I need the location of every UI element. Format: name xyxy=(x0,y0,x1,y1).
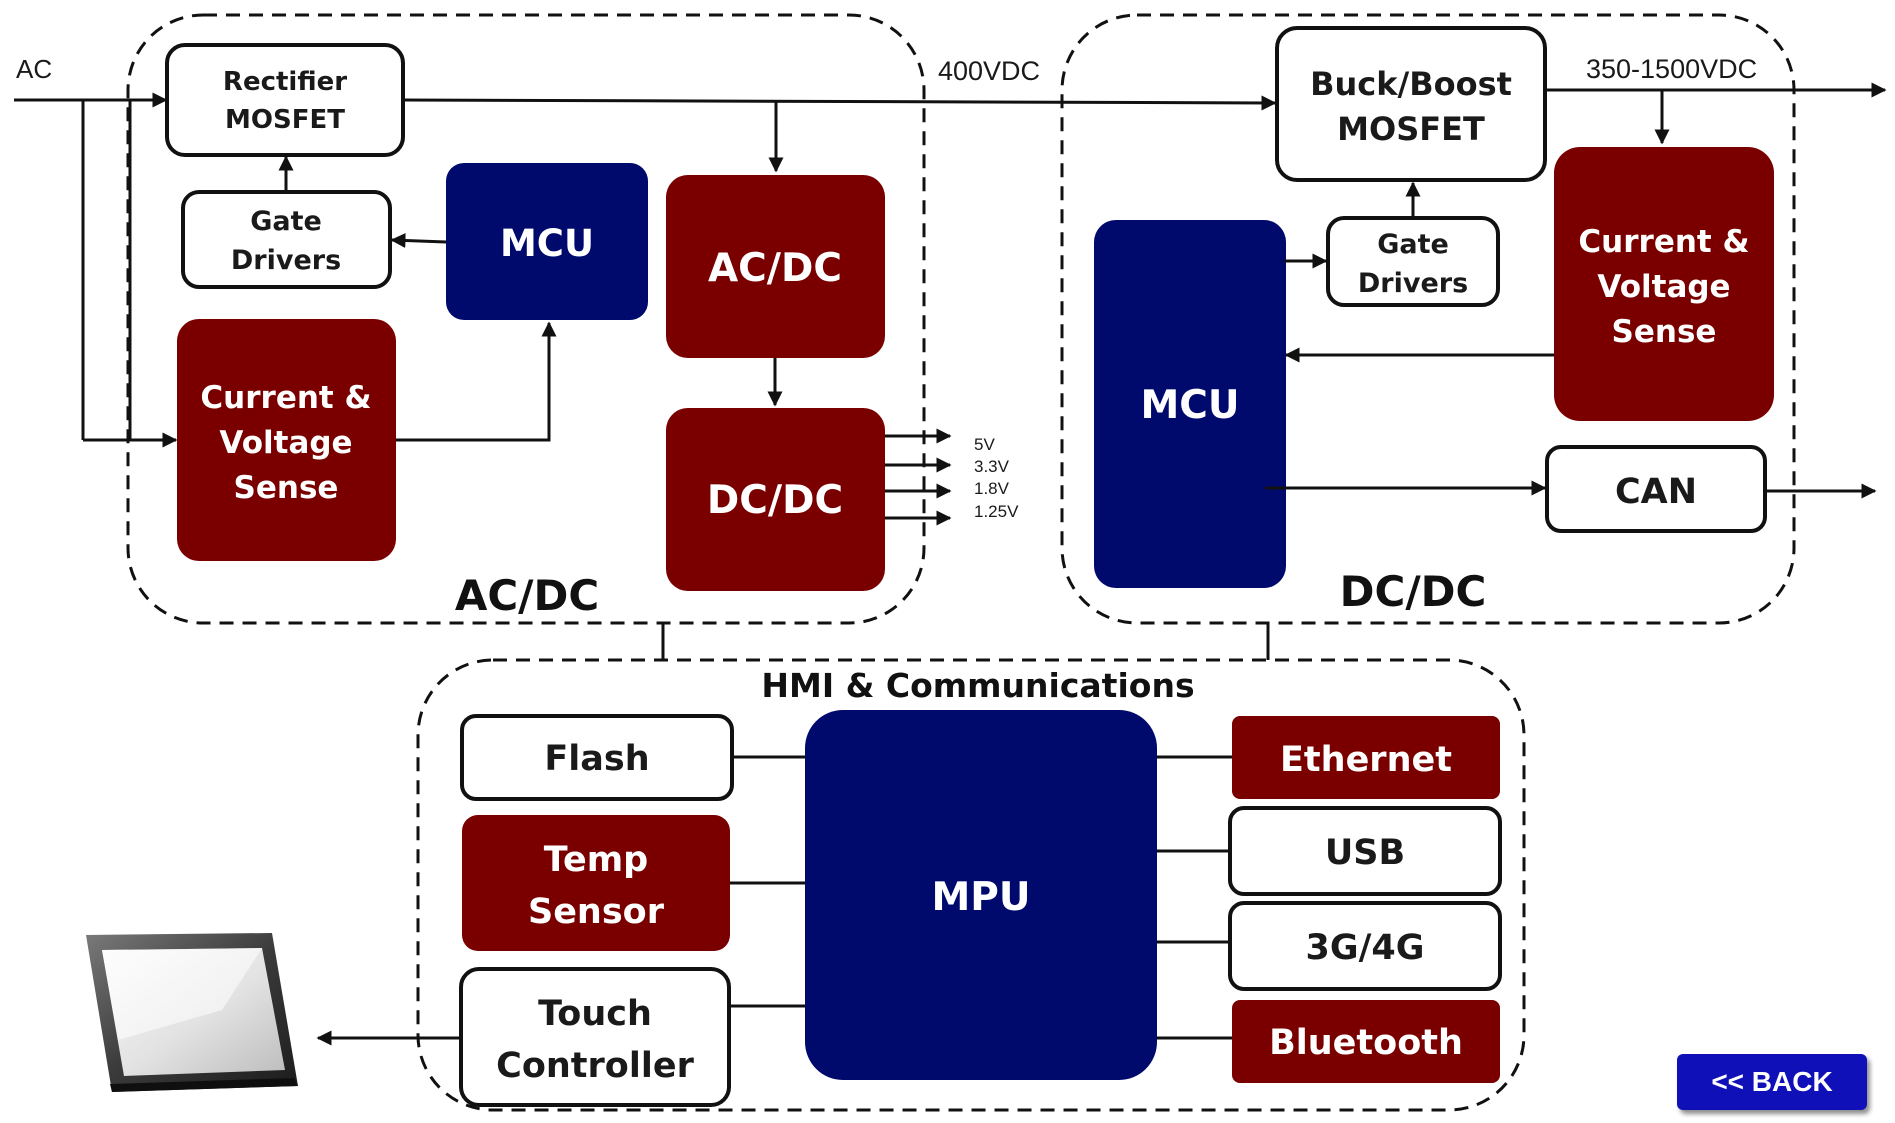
sense-to-mcu-arrow xyxy=(396,321,557,442)
acdc-gate-label: Gate xyxy=(250,206,322,237)
acdc-sense-block xyxy=(177,319,396,561)
ethernet-block xyxy=(1232,716,1500,799)
output-range-label: 350-1500VDC xyxy=(1586,54,1757,84)
touch-label: Touch xyxy=(538,994,652,1034)
acdc-drivers-label: Drivers xyxy=(231,245,341,276)
hmi-group xyxy=(416,658,1526,1112)
temp-sensor-block xyxy=(462,815,730,951)
temp-label: Temp xyxy=(544,840,649,880)
ac-input-label: AC xyxy=(16,54,52,84)
acdc-group xyxy=(126,13,926,625)
dcdc-converter-block xyxy=(666,408,885,591)
mcu-to-gate-arrow xyxy=(390,233,447,248)
acdc-group-title: AC/DC xyxy=(455,571,599,620)
buck-boost-mosfet-block xyxy=(1275,26,1547,182)
dcdc-mcu-block xyxy=(1094,220,1286,588)
acdc-mcu-label: MCU xyxy=(500,222,594,265)
dcdc-converter-label: DC/DC xyxy=(707,478,843,523)
dc-bus-line xyxy=(402,95,1277,111)
dcdc-gate-label: Gate xyxy=(1377,229,1449,260)
rail-5v-label: 5V xyxy=(974,435,995,454)
cellular-block xyxy=(1228,901,1502,991)
rail-1v8-label: 1.8V xyxy=(974,479,1010,498)
acdc-converter-label: AC/DC xyxy=(708,246,842,291)
dcdc-group-title: DC/DC xyxy=(1340,567,1487,616)
dcdc-group xyxy=(1060,13,1796,625)
dcdc-sense-line3: Sense xyxy=(1612,314,1717,350)
usb-label: USB xyxy=(1325,833,1405,873)
acdc-converter-block xyxy=(666,175,885,358)
controller-label: Controller xyxy=(496,1046,694,1086)
cellular-label: 3G/4G xyxy=(1306,928,1425,968)
acdc-mcu-block xyxy=(446,163,648,320)
bus-400vdc-label: 400VDC xyxy=(938,56,1040,86)
bluetooth-label: Bluetooth xyxy=(1269,1023,1463,1063)
hmi-group-title: HMI & Communications xyxy=(761,666,1194,705)
buck-boost-label: Buck/Boost xyxy=(1310,65,1512,103)
acdc-sense-line2: Voltage xyxy=(219,425,352,461)
sensor-label: Sensor xyxy=(528,892,665,932)
mpu-label: MPU xyxy=(931,875,1030,920)
rail-1v25-label: 1.25V xyxy=(974,502,1019,521)
back-button[interactable]: << BACK xyxy=(1677,1054,1867,1110)
dcdc-sense-line1: Current & xyxy=(1578,224,1749,260)
mpu-block xyxy=(805,710,1157,1080)
dcdc-mcu-label: MCU xyxy=(1140,383,1239,428)
can-label: CAN xyxy=(1615,472,1697,512)
rectifier-label: Rectifier xyxy=(223,67,347,97)
rectifier-mosfet-label: MOSFET xyxy=(225,105,345,135)
dcdc-sense-block xyxy=(1554,147,1774,421)
dcdc-drivers-label: Drivers xyxy=(1358,268,1468,299)
rail-3v3-label: 3.3V xyxy=(974,457,1010,476)
buck-boost-mosfet-label: MOSFET xyxy=(1337,110,1485,148)
dcdc-sense-line2: Voltage xyxy=(1597,269,1730,305)
acdc-sense-line1: Current & xyxy=(200,380,371,416)
ethernet-label: Ethernet xyxy=(1280,740,1452,780)
acdc-sense-line3: Sense xyxy=(234,470,339,506)
can-block xyxy=(1545,445,1767,533)
flash-label: Flash xyxy=(544,739,649,779)
bluetooth-block xyxy=(1232,1000,1500,1083)
tablet-device-icon xyxy=(86,933,298,1092)
rectifier-mosfet-block xyxy=(165,43,405,157)
